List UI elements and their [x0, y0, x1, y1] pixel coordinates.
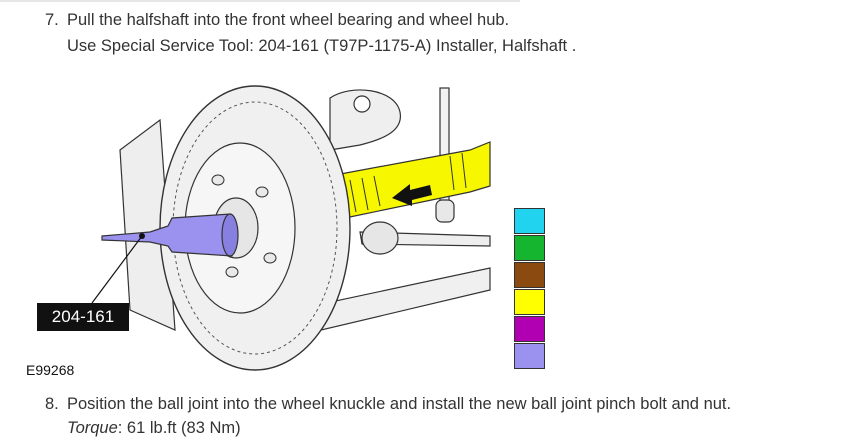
legend-swatch-2: [514, 235, 545, 261]
figure-id: E99268: [26, 362, 75, 378]
step-7-instruction: Pull the halfshaft into the front wheel …: [67, 11, 510, 29]
top-divider: [0, 0, 520, 2]
step-8-instruction: Position the ball joint into the wheel k…: [67, 395, 732, 413]
step-8-torque: Torque: 61 lb.ft (83 Nm): [67, 416, 241, 440]
halfshaft-installation-illustration: [91, 85, 491, 371]
tool-callout-label: 204-161: [37, 303, 129, 331]
torque-label: Torque: [67, 419, 118, 437]
step-7-tool-note: Use Special Service Tool: 204-161 (T97P-…: [67, 37, 577, 55]
step-8-number: 8.: [45, 395, 59, 413]
legend-swatch-1: [514, 208, 545, 234]
step-7-number: 7.: [45, 11, 59, 29]
legend-swatch-6: [514, 343, 545, 369]
legend-swatch-5: [514, 316, 545, 342]
legend-swatch-4: [514, 289, 545, 315]
legend-swatch-3: [514, 262, 545, 288]
color-legend: [514, 208, 545, 370]
torque-value: : 61 lb.ft (83 Nm): [117, 419, 241, 437]
